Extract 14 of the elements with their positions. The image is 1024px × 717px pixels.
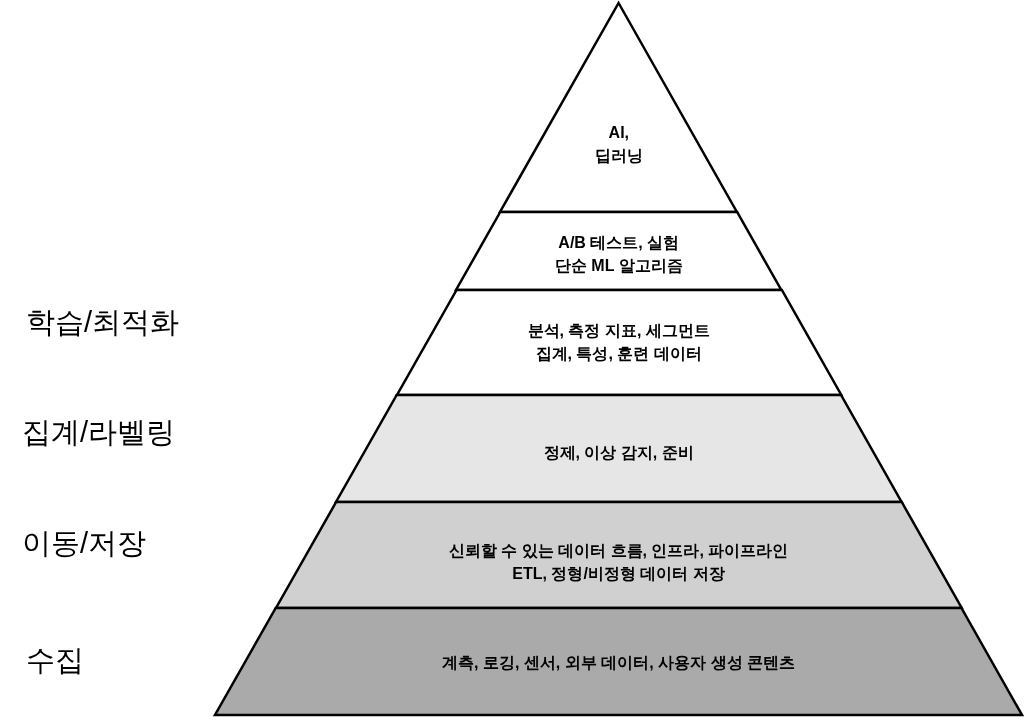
layer-text: AI, 딥러닝 <box>593 123 644 166</box>
pyramid-layer <box>211 604 1024 717</box>
layer-text: 정제, 이상 감지, 준비 <box>543 442 694 463</box>
layer-text: 신뢰할 수 있는 데이터 흐름, 인프라, 파이프라인 <box>448 541 789 561</box>
layer-text: 분석, 측정 지표, 세그먼트 <box>527 321 710 341</box>
layer-text: 집계, 특성, 훈련 데이터 <box>535 344 702 364</box>
level-label: 이동/저장 <box>22 526 147 561</box>
layer-text: ETL, 정형/비정형 데이터 저장 <box>512 564 725 584</box>
level-label: 집계/라벨링 <box>22 415 176 450</box>
layer-text: 계측, 로깅, 센서, 외부 데이터, 사용자 생성 콘텐츠 <box>442 652 795 673</box>
layer-text: 단순 ML 알고리즘 <box>554 256 683 276</box>
level-label: 학습/최적화 <box>26 305 180 340</box>
layer-text: A/B 테스트, 실험 <box>558 233 680 253</box>
level-label: 수집 <box>26 643 84 678</box>
